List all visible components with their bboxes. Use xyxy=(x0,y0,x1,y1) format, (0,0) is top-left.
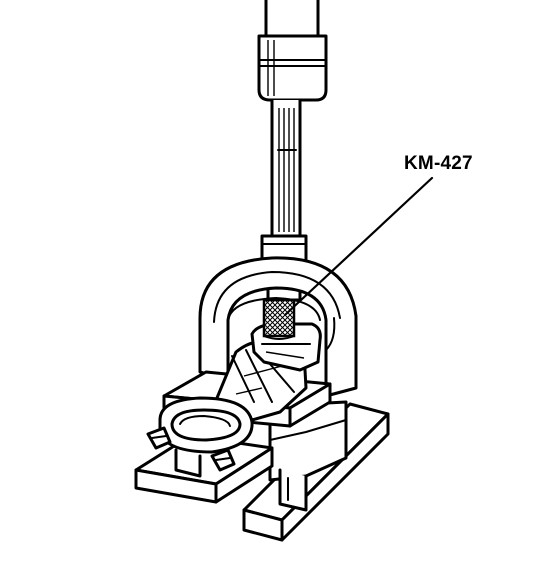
base-block-left xyxy=(134,434,274,504)
press-rod xyxy=(270,98,302,238)
rod-big-end xyxy=(158,396,254,478)
press-collar xyxy=(257,34,328,102)
press-yoke xyxy=(198,256,358,398)
press-upper-shaft xyxy=(264,0,320,38)
bolt-right xyxy=(210,448,236,472)
km427-tool-tip xyxy=(262,298,296,340)
bolt-left xyxy=(146,426,172,450)
callout-leader-line xyxy=(284,176,434,316)
callout-label-km427: KM-427 xyxy=(404,153,473,174)
